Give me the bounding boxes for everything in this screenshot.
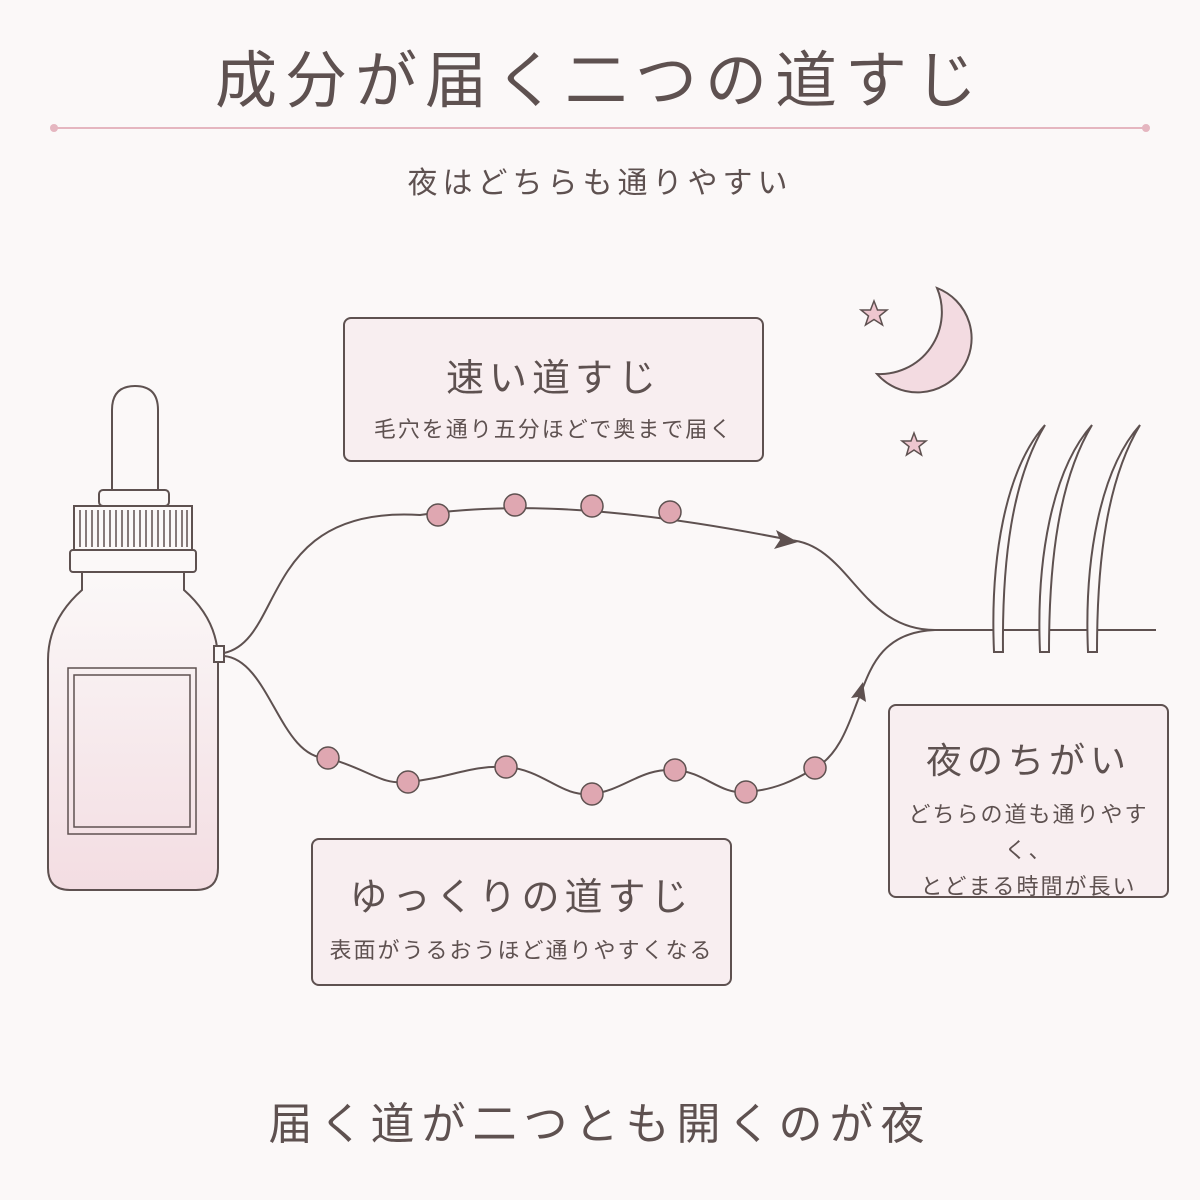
moon-icon [874,286,973,394]
hair-strand-icon [992,424,1141,653]
particle-dot [663,758,687,782]
night-difference-line-1: どちらの道も通りやすく、 [908,803,1149,864]
fast-path [223,507,936,654]
particle-dot [396,770,420,794]
particle-dot [503,493,527,517]
slow-path [223,629,936,796]
night-difference-description: どちらの道も通りやすく、 とどまる時間が長い [890,798,1167,906]
footer-message: 届く道が二つとも開くのが夜 [268,1099,932,1150]
night-difference-card: 夜のちがい どちらの道も通りやすく、 とどまる時間が長い [888,704,1169,900]
fast-path-dots [426,493,682,527]
page-subtitle: 夜はどちらも通りやすい [407,166,793,201]
fast-route-heading: 速い道すじ [445,356,661,400]
arrow-icon [774,530,798,549]
particle-dot [658,500,682,524]
particle-dot [734,780,758,804]
particle-dot [580,494,604,518]
particle-dot [316,746,340,770]
night-difference-line-2: とどまる時間が長い [920,875,1137,900]
fast-route-description: 毛穴を通り五分ほどで奥まで届く [373,418,734,443]
dropper-bottle-icon [47,384,225,891]
fast-route-card: 速い道すじ 毛穴を通り五分ほどで奥まで届く [343,317,764,462]
title-divider [50,124,1150,132]
arrow-icon [851,682,866,702]
night-difference-heading: 夜のちがい [925,741,1131,782]
star-icon [858,298,890,327]
slow-route-heading: ゆっくりの道すじ [349,875,694,919]
particle-dot [426,503,450,527]
slow-route-card: ゆっくりの道すじ 表面がうるおうほど通りやすくなる [311,838,732,986]
slow-path-dots [316,746,827,806]
slow-route-description: 表面がうるおうほど通りやすくなる [329,939,714,964]
particle-dot [803,756,827,780]
star-icon [899,430,929,457]
page-title: 成分が届く二つの道すじ [214,44,985,117]
particle-dot [494,755,518,779]
particle-dot [580,782,604,806]
